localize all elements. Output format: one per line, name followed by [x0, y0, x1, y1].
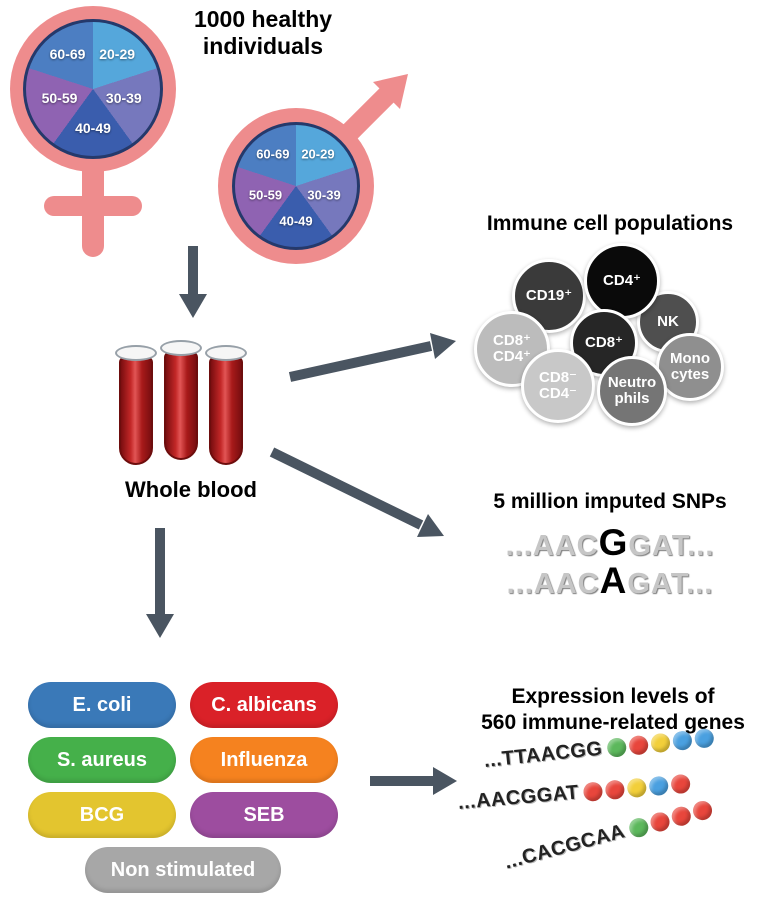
sequence-text: GAT... [628, 530, 715, 562]
immune-cell-label: Neutro [607, 373, 657, 391]
immune-cell-label: CD8⁻ [539, 368, 577, 386]
immune-cell-label: CD4⁺ [493, 348, 531, 365]
age-segment-label: 20-29 [99, 46, 136, 63]
age-segment-label: 40-49 [279, 213, 313, 229]
tube-rim [205, 345, 247, 361]
page-title-line1: 1000 healthy [193, 6, 333, 32]
stimulus-box: C. albicans [190, 682, 338, 728]
immune-cell-label: cytes [670, 366, 710, 383]
male-symbol-shaft [340, 84, 398, 142]
snp-sequence-row: ...AACGGAT... [448, 522, 771, 563]
snp-sequence-row: ...AACAGAT... [448, 560, 771, 601]
arrow-stimuli-to-expression [370, 767, 457, 795]
tube-blood [119, 357, 153, 465]
age-segment-label: 20-29 [301, 146, 335, 162]
stimulus-box: SEB [190, 792, 338, 838]
stimulus-box: BCG [28, 792, 176, 838]
immune-cell-circle: CD4⁺ [584, 243, 660, 319]
immune-cell-circle: CD8⁻CD4⁻ [521, 349, 595, 423]
age-segment-label: 40-49 [75, 119, 111, 136]
female-age-pie-chart: 20-29 30-39 40-49 50-59 60-69 [23, 19, 163, 159]
age-segment-label: 50-59 [248, 187, 283, 203]
age-segment-label: 50-59 [41, 90, 78, 107]
immune-cell-circle: CD19⁺ [512, 259, 586, 333]
age-segment-label: 60-69 [256, 146, 290, 162]
immune-cell-label: Mono [670, 349, 710, 367]
blood-tubes [112, 340, 272, 470]
immune-cell-label: CD4⁻ [539, 385, 577, 402]
male-symbol-arrowhead [373, 74, 408, 109]
male-age-pie-chart: 20-29 30-39 40-49 50-59 60-69 [232, 122, 360, 250]
stimulus-box: E. coli [28, 682, 176, 728]
snp-sequences: ...AACGGAT... ...AACAGAT... [448, 522, 771, 601]
sequence-text: GAT... [627, 568, 714, 600]
immune-cell-label: CD19⁺ [525, 286, 573, 304]
blood-tube [204, 345, 248, 471]
arrow-pies-to-blood [179, 246, 207, 318]
immune-cell-label: CD8⁺ [493, 331, 531, 349]
age-segment-label: 30-39 [307, 187, 341, 203]
immune-cell-label: phils [614, 390, 650, 407]
flow-arrows [146, 246, 457, 795]
tube-blood [164, 352, 198, 460]
whole-blood-label: Whole blood [125, 477, 257, 502]
tube-blood [209, 357, 243, 465]
expression-title-line1: Expression levels of [511, 685, 715, 708]
blood-tube [159, 340, 203, 466]
immune-cell-label: NK [657, 312, 679, 330]
stimulus-box: Non stimulated [85, 847, 281, 893]
expression-title: Expression levels of 560 immune-related … [448, 684, 771, 735]
age-segment-label: 60-69 [49, 46, 86, 63]
tube-rim [160, 340, 202, 356]
sequence-text: ...AAC [505, 530, 599, 562]
immune-cell-label: CD8⁺ [585, 333, 623, 351]
tube-rim [115, 345, 157, 361]
stimulus-box: S. aureus [28, 737, 176, 783]
arrow-blood-to-stimuli [146, 528, 174, 638]
stimulus-box: Influenza [190, 737, 338, 783]
blood-tube [114, 345, 158, 471]
sequence-text: ...AAC [506, 568, 600, 600]
arrow-blood-to-snps [269, 447, 444, 537]
page-title: 1000 healthy individuals [168, 6, 358, 60]
snp-allele: A [599, 560, 628, 601]
snps-title: 5 million imputed SNPs [493, 490, 727, 513]
arrow-blood-to-cells [288, 333, 456, 382]
age-segment-label: 30-39 [105, 90, 142, 107]
immune-cell-circle: CD8⁺CD4⁺ [474, 311, 550, 387]
immune-cell-label: CD4⁺ [603, 271, 641, 289]
immune-populations-title: Immune cell populations [486, 212, 734, 235]
snp-allele: G [598, 522, 629, 563]
expression-title-line2: 560 immune-related genes [481, 710, 745, 734]
page-title-line2: individuals [202, 33, 324, 60]
